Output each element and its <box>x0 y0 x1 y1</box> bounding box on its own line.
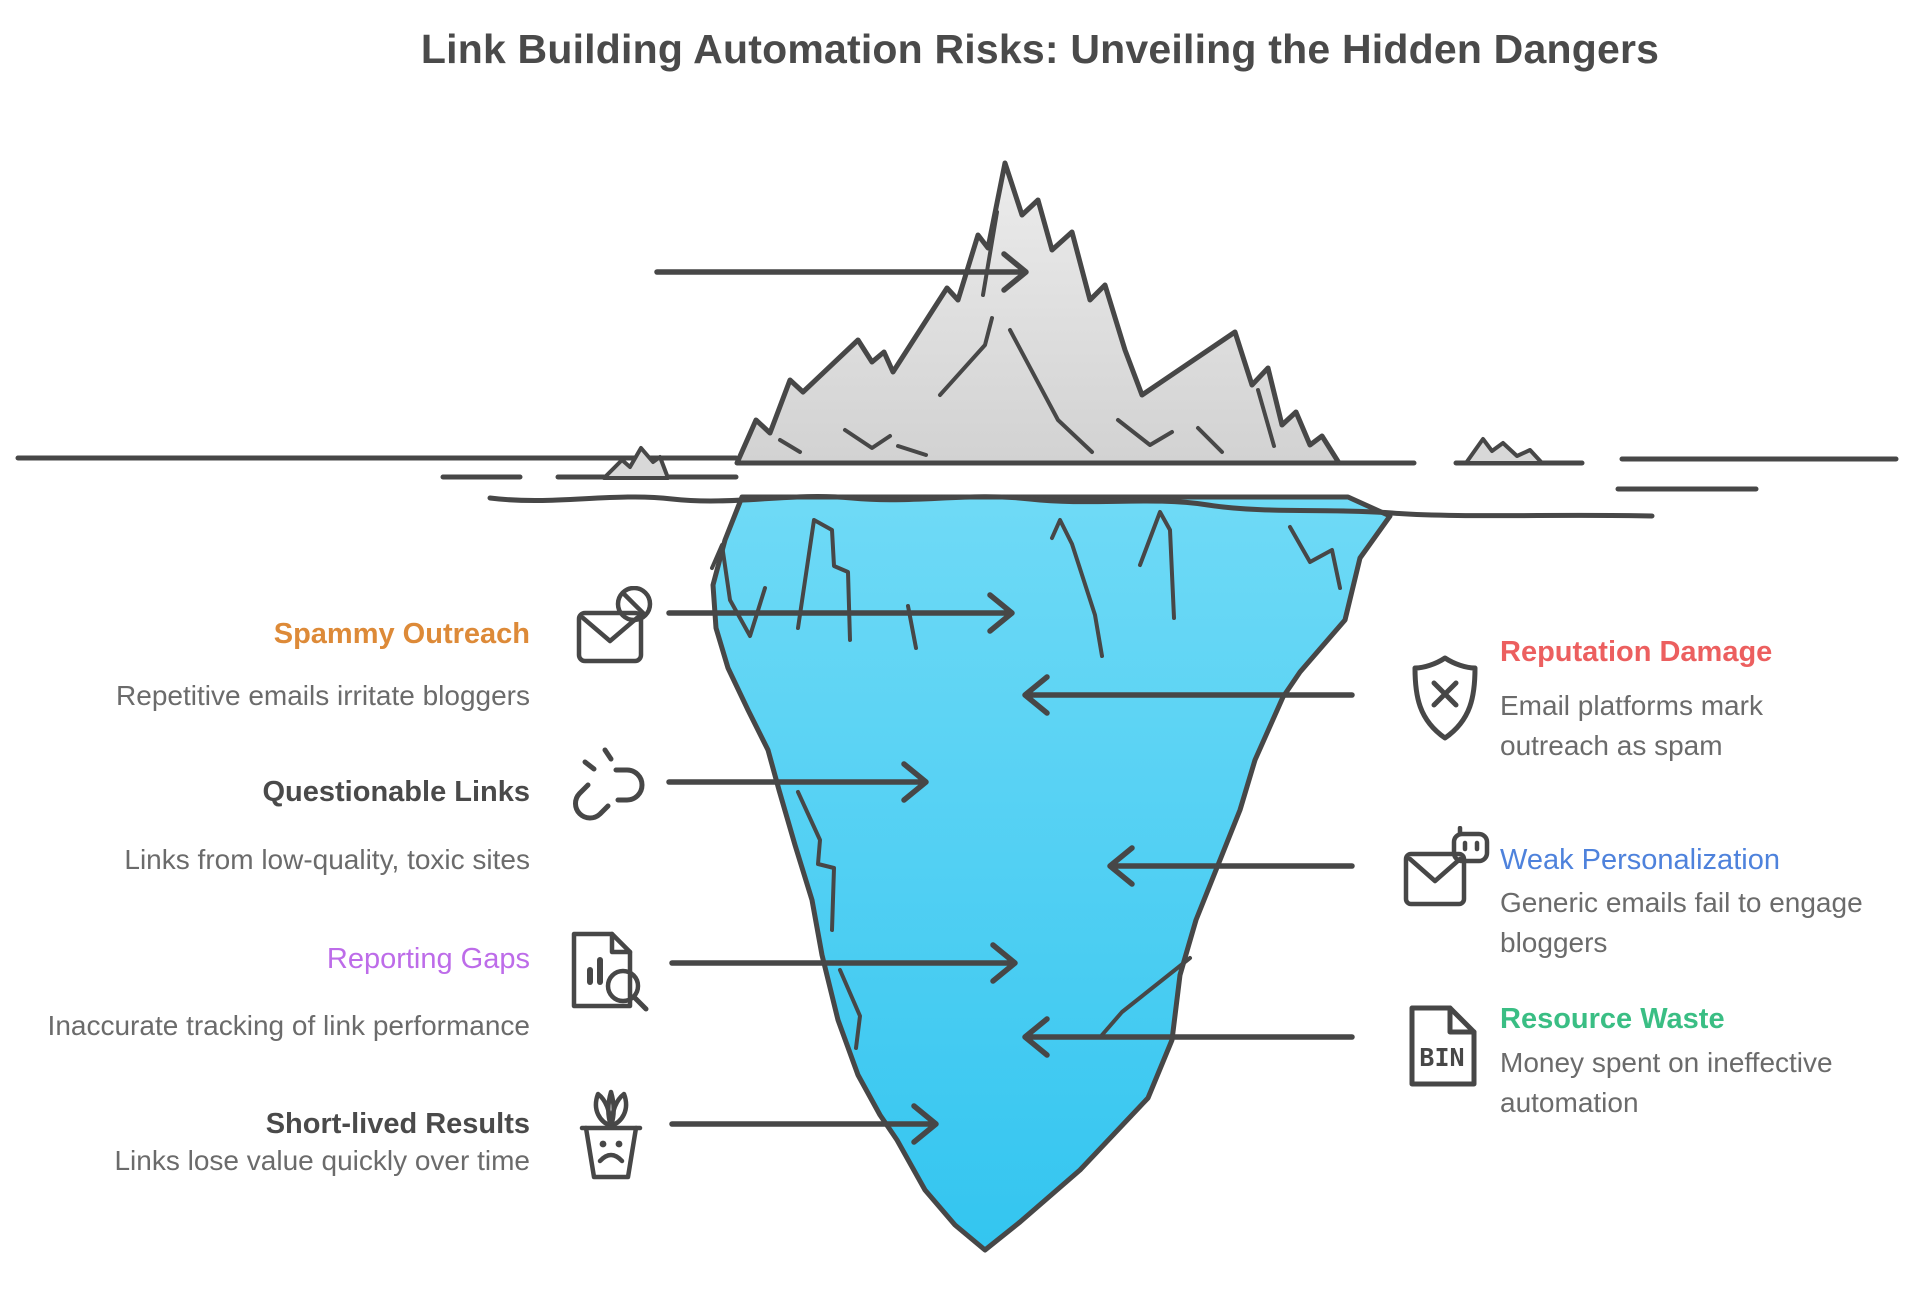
label-title: Questionable Links <box>262 776 531 808</box>
small-iceberg-left <box>602 446 670 480</box>
label-desc: Repetitive emails irritate bloggers <box>116 680 530 711</box>
label-questionable-links: Questionable Links Links from low-qualit… <box>0 772 530 880</box>
iceberg-underwater-body <box>710 494 1393 1253</box>
shield-x-icon <box>1410 654 1480 742</box>
label-title: Short-lived Results <box>265 1108 530 1140</box>
arrow-short-lived-results <box>669 1103 939 1145</box>
blocked-email-icon <box>574 586 666 670</box>
label-desc: Generic emails fail to engage bloggers <box>1500 887 1863 958</box>
label-reporting-gaps: Reporting Gaps Inaccurate tracking of li… <box>0 939 530 1046</box>
page-title: Link Building Automation Risks: Unveilin… <box>420 26 1660 72</box>
label-title: Reporting Gaps <box>326 943 530 975</box>
label-desc: Email platforms mark outreach as spam <box>1500 690 1763 761</box>
arrow-spammy-outreach <box>666 592 1015 634</box>
label-spammy-outreach: Spammy Outreach Repetitive emails irrita… <box>0 614 530 716</box>
arrow-questionable-links <box>666 761 929 803</box>
label-desc: Links lose value quickly over time <box>114 1145 530 1176</box>
report-analysis-icon <box>566 926 652 1014</box>
bin-document-icon: BIN <box>1406 1004 1480 1088</box>
arrow-reputation-damage <box>1022 674 1355 716</box>
label-title: Spammy Outreach <box>273 618 530 650</box>
arrow-tip <box>654 251 1029 293</box>
small-iceberg-right <box>1464 437 1544 465</box>
bin-icon-text: BIN <box>1419 1043 1464 1072</box>
robot-email-icon <box>1402 826 1494 910</box>
label-resource-waste: Resource Waste Money spent on ineffectiv… <box>1500 999 1880 1123</box>
broken-link-icon <box>572 742 652 838</box>
label-desc: Links from low-quality, toxic sites <box>124 844 530 875</box>
label-short-lived-results: Short-lived Results Links lose value qui… <box>0 1104 530 1181</box>
label-reputation-damage: Reputation Damage Email platforms mark o… <box>1500 632 1810 766</box>
waterline-wave <box>487 493 1655 519</box>
arrow-weak-personalization <box>1107 845 1355 887</box>
iceberg-tip <box>734 160 1342 466</box>
label-title: Weak Personalization <box>1500 844 1780 876</box>
label-weak-personalization: Weak Personalization Generic emails fail… <box>1500 840 1910 963</box>
label-title: Reputation Damage <box>1500 636 1773 668</box>
tip-crack-lines <box>778 210 1276 457</box>
label-desc: Inaccurate tracking of link performance <box>47 1010 530 1041</box>
label-desc: Money spent on ineffective automation <box>1500 1047 1833 1118</box>
arrow-resource-waste <box>1022 1016 1355 1058</box>
label-title: Resource Waste <box>1500 1003 1725 1035</box>
arrow-reporting-gaps <box>669 942 1018 984</box>
underwater-crack-lines <box>710 510 1342 1050</box>
wilted-plant-icon <box>572 1086 650 1182</box>
